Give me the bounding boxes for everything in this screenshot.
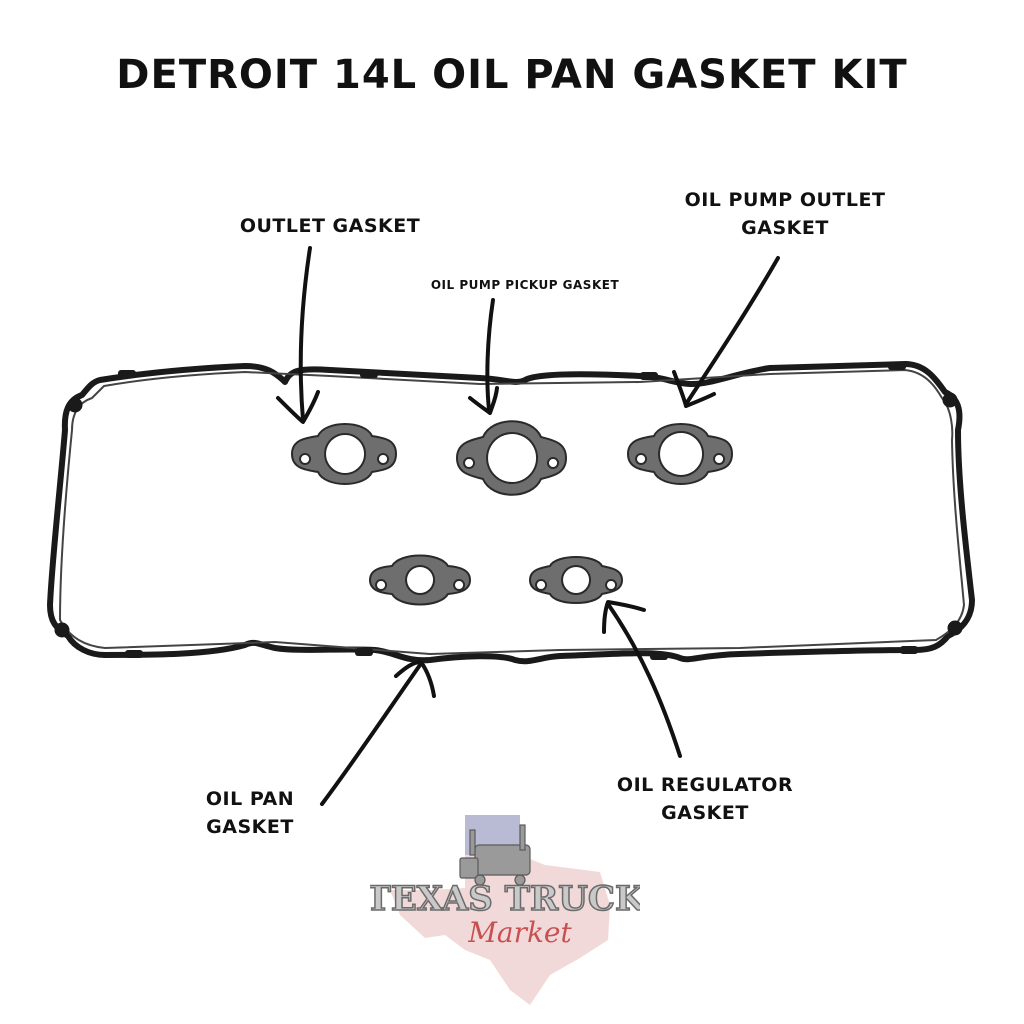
page-title: DETROIT 14L OIL PAN GASKET KIT [116, 52, 908, 98]
texas-truck-market-logo: TEXAS TRUCK Market [370, 815, 640, 1005]
oil-pump-outlet-gasket [626, 423, 734, 485]
arrow-outlet-gasket [276, 246, 320, 424]
oil-regulator-gasket [528, 556, 624, 604]
label-oil-regulator-line2: GASKET [661, 802, 749, 824]
arrow-oil-pump-pickup-gasket [468, 298, 499, 415]
small-gasket-left [368, 554, 472, 606]
logo-text: TEXAS TRUCK [370, 879, 640, 919]
label-oil-pump-outlet-line2: GASKET [741, 217, 829, 239]
label-outlet-gasket: OUTLET GASKET [190, 212, 470, 240]
arrow-oil-regulator-gasket [602, 600, 682, 758]
outlet-gasket [290, 423, 398, 485]
label-oil-pan-gasket: OIL PAN GASKET [160, 785, 340, 841]
label-oil-pump-pickup-gasket: OIL PUMP PICKUP GASKET [370, 277, 680, 293]
label-outlet-gasket-text: OUTLET GASKET [239, 215, 421, 237]
logo-script: Market [467, 916, 572, 949]
label-oil-pan-line1: OIL PAN [205, 788, 295, 810]
arrow-oil-pan-gasket [320, 660, 436, 806]
oil-pan-gasket [47, 361, 975, 665]
label-oil-regulator-gasket: OIL REGULATOR GASKET [570, 771, 840, 827]
texas-shape-icon [390, 815, 610, 1005]
arrow-oil-pump-outlet-gasket [672, 256, 780, 408]
truck-icon [459, 824, 531, 886]
label-oil-regulator-line1: OIL REGULATOR [616, 774, 794, 796]
label-oil-pump-pickup-gasket-text: OIL PUMP PICKUP GASKET [430, 278, 620, 292]
label-oil-pump-outlet-gasket: OIL PUMP OUTLET GASKET [630, 186, 940, 242]
label-oil-pan-line2: GASKET [206, 816, 294, 838]
oil-pump-pickup-gasket [455, 420, 568, 496]
label-oil-pump-outlet-line1: OIL PUMP OUTLET [684, 189, 886, 211]
